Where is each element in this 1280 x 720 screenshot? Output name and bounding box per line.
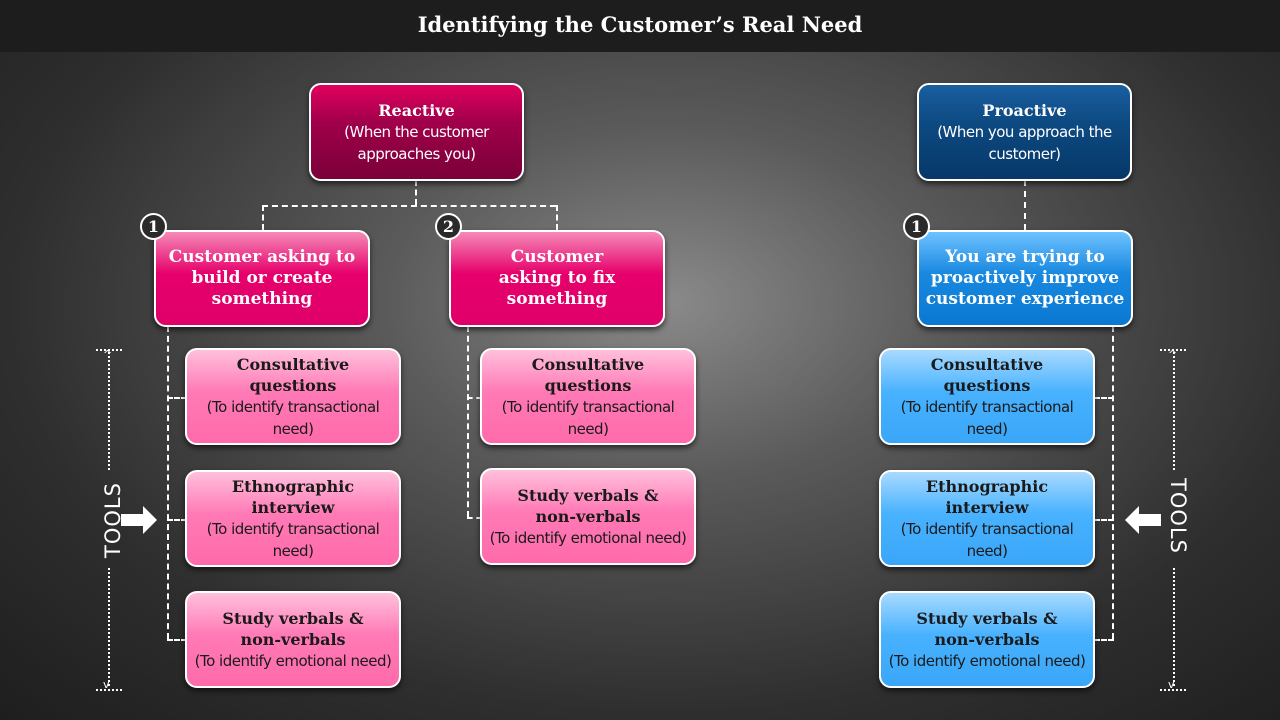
tool-subtext: (To identify transactional need) <box>900 519 1074 560</box>
proactive-heading: Proactive <box>982 100 1067 120</box>
range-cap-top <box>1160 349 1186 351</box>
tool-box: Study verbals & non-verbals (To identify… <box>185 591 401 688</box>
tool-heading: Study verbals & non-verbals <box>222 608 364 649</box>
tool-subtext: (To identify emotional need) <box>888 651 1086 670</box>
connector <box>1112 326 1114 639</box>
arrow-right-icon <box>121 506 157 534</box>
tool-heading: Study verbals & non-verbals <box>517 485 659 526</box>
connector <box>1094 519 1114 521</box>
connector <box>415 180 417 205</box>
tool-box: Study verbals & non-verbals (To identify… <box>480 468 696 565</box>
tool-subtext: (To identify transactional need) <box>206 397 380 438</box>
proactive-subtext: (When you approach the customer) <box>937 122 1112 163</box>
branch-label: Customer asking to fix something <box>498 247 616 309</box>
connector <box>467 397 482 399</box>
tool-subtext: (To identify emotional need) <box>194 651 392 670</box>
connector <box>1024 180 1026 230</box>
chevron-up-icon: ^ <box>1168 348 1178 361</box>
range-line-top <box>1173 352 1175 470</box>
proactive-box: Proactive (When you approach the custome… <box>917 83 1132 181</box>
tool-heading: Consultative questions <box>531 354 645 395</box>
step-badge: 1 <box>140 213 167 240</box>
page-title: Identifying the Customer’s Real Need <box>417 12 863 37</box>
range-cap-bottom <box>1160 689 1186 691</box>
connector <box>467 326 469 517</box>
tool-box: Consultative questions (To identify tran… <box>879 348 1095 445</box>
step-badge: 1 <box>903 213 930 240</box>
connector <box>262 205 264 230</box>
tool-subtext: (To identify transactional need) <box>501 397 675 438</box>
arrow-left-icon <box>1125 506 1161 534</box>
title-bar <box>0 0 1280 52</box>
chevron-down-icon: v <box>1168 678 1175 691</box>
connector <box>167 326 169 639</box>
tool-subtext: (To identify emotional need) <box>489 528 687 547</box>
tool-heading: Ethnographic interview <box>231 476 355 517</box>
reactive-subtext: (When the customer approaches you) <box>344 122 489 163</box>
reactive-branch-build: Customer asking to build or create somet… <box>154 230 370 327</box>
tool-box: Consultative questions (To identify tran… <box>480 348 696 445</box>
step-badge: 2 <box>435 213 462 240</box>
connector <box>167 397 187 399</box>
reactive-box: Reactive (When the customer approaches y… <box>309 83 524 181</box>
range-line-bottom <box>108 568 110 686</box>
range-cap-bottom <box>96 689 122 691</box>
chevron-up-icon: ^ <box>103 348 113 361</box>
tool-box: Ethnographic interview (To identify tran… <box>879 470 1095 567</box>
tool-box: Study verbals & non-verbals (To identify… <box>879 591 1095 688</box>
chevron-down-icon: v <box>103 678 110 691</box>
connector <box>1094 639 1114 641</box>
connector <box>262 205 556 207</box>
connector <box>1094 397 1114 399</box>
branch-label: You are trying to proactively improve cu… <box>925 247 1125 309</box>
tools-label-right: TOOLS <box>1165 478 1190 554</box>
connector <box>167 519 187 521</box>
tool-subtext: (To identify transactional need) <box>206 519 380 560</box>
tool-box: Ethnographic interview (To identify tran… <box>185 470 401 567</box>
proactive-branch-improve: You are trying to proactively improve cu… <box>917 230 1133 327</box>
connector <box>167 639 187 641</box>
connector <box>467 517 482 519</box>
tool-box: Consultative questions (To identify tran… <box>185 348 401 445</box>
tool-heading: Consultative questions <box>930 354 1044 395</box>
tool-heading: Consultative questions <box>236 354 350 395</box>
range-line-top <box>108 352 110 470</box>
connector <box>556 205 558 230</box>
range-cap-top <box>96 349 122 351</box>
tool-heading: Study verbals & non-verbals <box>916 608 1058 649</box>
tool-heading: Ethnographic interview <box>925 476 1049 517</box>
branch-label: Customer asking to build or create somet… <box>168 247 356 309</box>
reactive-heading: Reactive <box>378 100 455 120</box>
range-line-bottom <box>1173 568 1175 686</box>
tool-subtext: (To identify transactional need) <box>900 397 1074 438</box>
reactive-branch-fix: Customer asking to fix something <box>449 230 665 327</box>
